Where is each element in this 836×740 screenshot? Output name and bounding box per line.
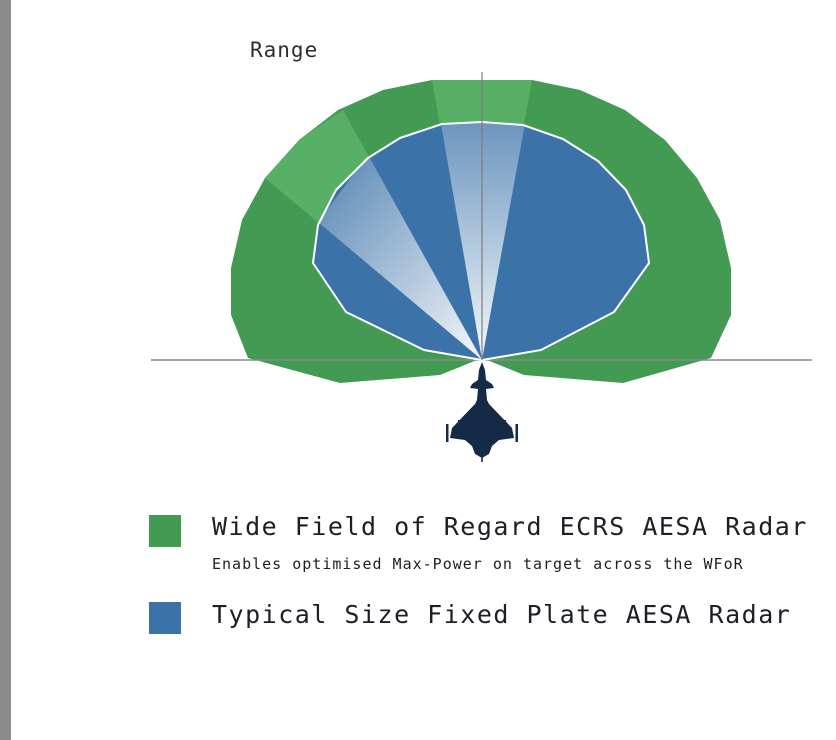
left-frame-bar	[0, 0, 11, 740]
fixed-plate-beam-center	[440, 122, 526, 360]
aircraft-icon	[446, 362, 518, 462]
legend-swatch-fixed-plate	[149, 602, 181, 634]
legend-swatch-wide-field	[149, 515, 181, 547]
legend-subtitle-wide-field: Enables optimised Max-Power on target ac…	[212, 555, 744, 573]
fixed-plate-beam-left	[318, 155, 482, 360]
legend-title-wide-field: Wide Field of Regard ECRS AESA Radar	[212, 512, 808, 541]
range-axis-label: Range	[250, 38, 319, 62]
legend-title-fixed-plate: Typical Size Fixed Plate AESA Radar	[212, 600, 792, 629]
